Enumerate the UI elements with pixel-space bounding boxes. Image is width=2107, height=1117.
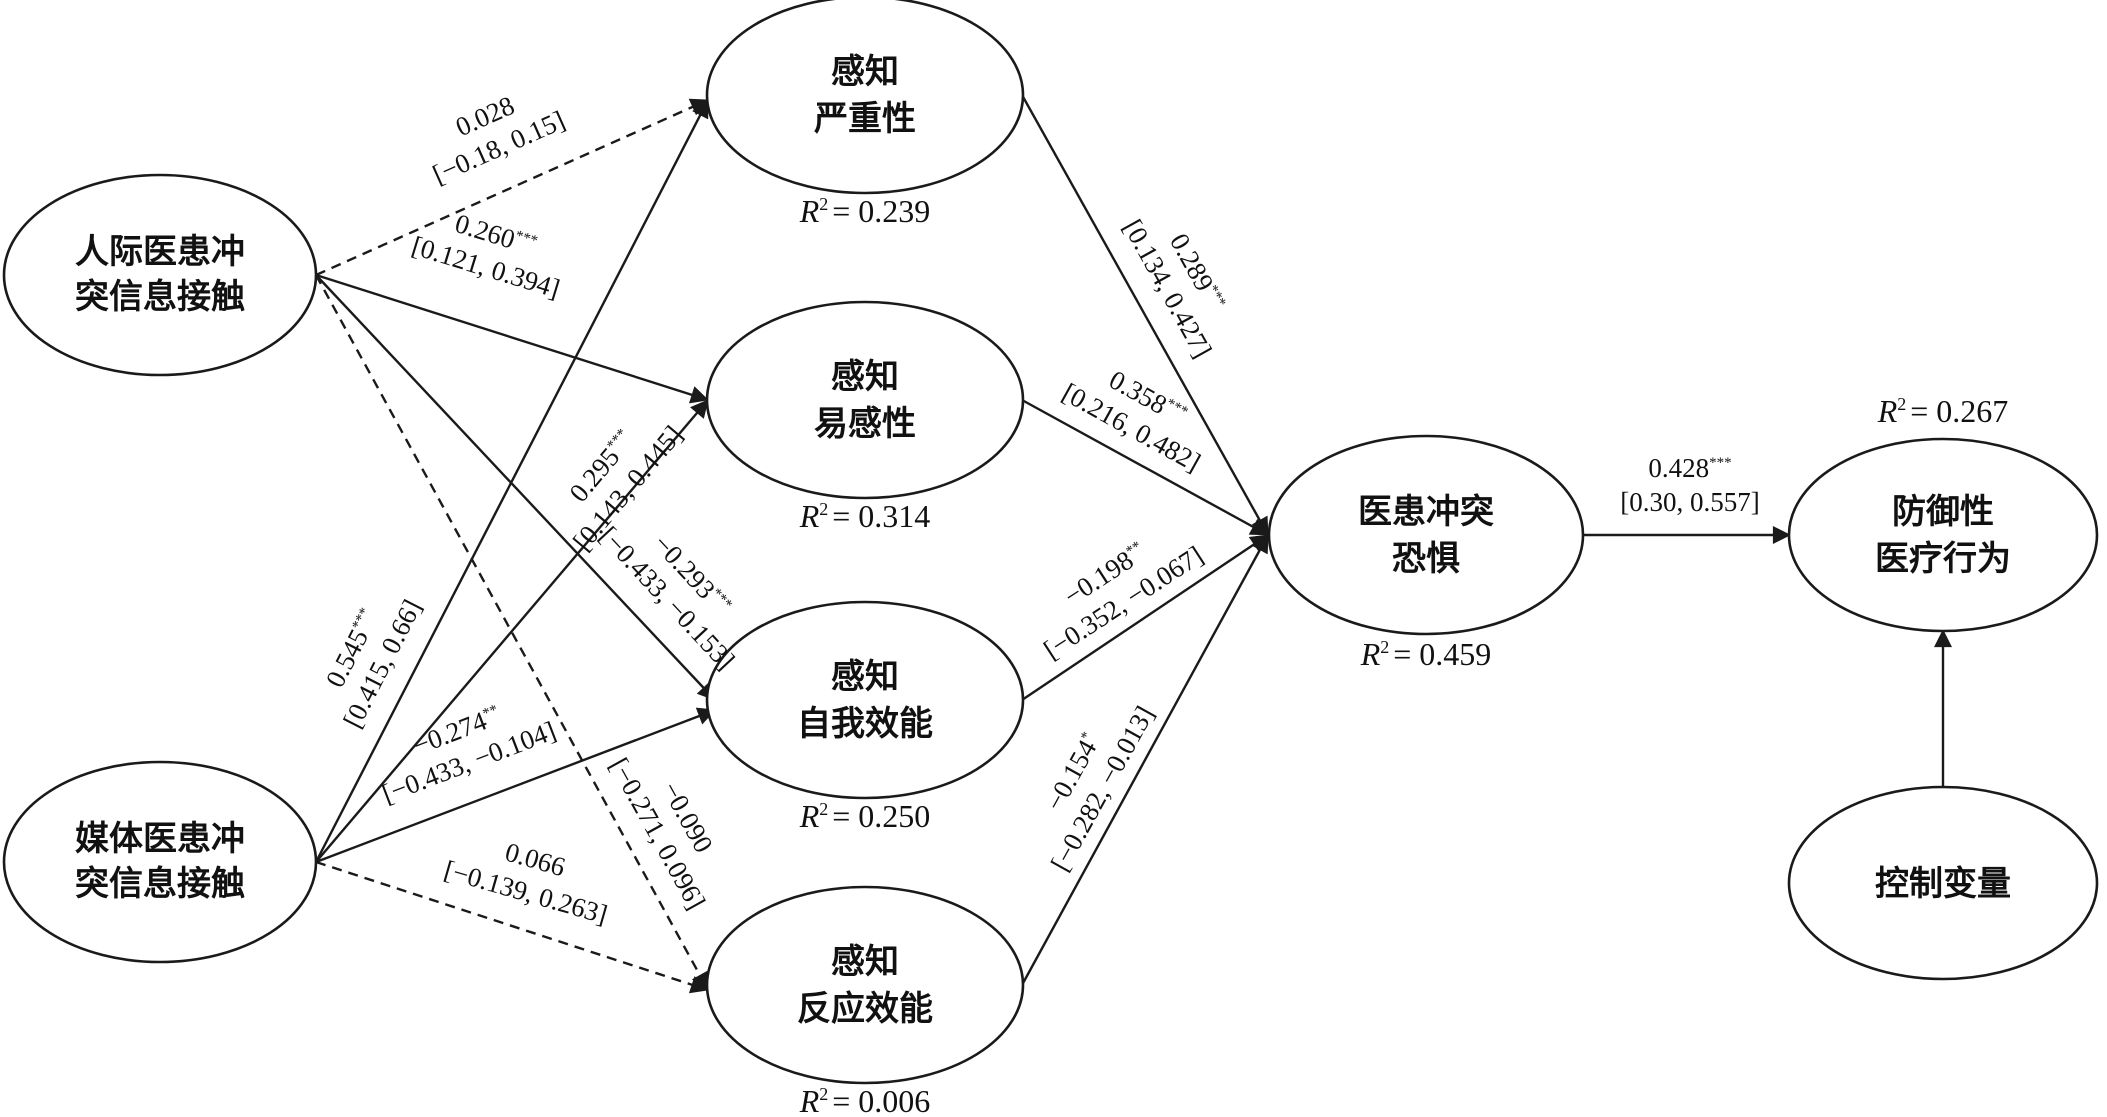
node-perceived-response-efficacy: 感知 反应效能 [705, 885, 1025, 1085]
r2-defensive: R2= 0.267 [1877, 393, 2009, 429]
node-perceived-severity: 感知 严重性 [705, 0, 1025, 195]
node-label-line2: 突信息接触 [75, 864, 245, 904]
edge-severity-fear [1020, 94, 1270, 536]
edge-response-efficacy-fear [1020, 534, 1270, 986]
node-label-line1: 防御性 [1892, 492, 1994, 532]
node-perceived-self-efficacy: 感知 自我效能 [705, 600, 1025, 800]
node-label-line1: 感知 [831, 357, 899, 397]
edge-media-response-efficacy [315, 860, 709, 994]
r2-self-efficacy: R2= 0.250 [799, 798, 931, 834]
r2-severity: R2= 0.239 [799, 193, 931, 229]
label-interpersonal-susceptibility: 0.260*** [0.121, 0.394] [408, 208, 563, 304]
r2-fear: R2= 0.459 [1360, 636, 1492, 672]
node-label-line2: 突信息接触 [75, 277, 245, 317]
label-interpersonal-severity: 0.028 [−0.18, 0.15] [428, 90, 569, 190]
ci: [0.30, 0.557] [1620, 487, 1759, 517]
node-label-line2: 严重性 [814, 99, 916, 139]
edge-interpersonal-susceptibility [315, 273, 709, 404]
node-label-line2: 医疗行为 [1875, 539, 2011, 579]
label-response-efficacy-fear: −0.154* [−0.282, −0.013] [1039, 701, 1160, 876]
node-label: 控制变量 [1875, 864, 2011, 904]
node-defensive-medicine: 防御性 医疗行为 [1787, 437, 2099, 633]
edge-susceptibility-fear [1021, 398, 1269, 537]
node-label-line1: 医患冲突 [1358, 492, 1494, 532]
label-self-efficacy-fear: −0.198** [−0.352, −0.067] [1038, 538, 1208, 665]
edge-interpersonal-severity [315, 98, 709, 277]
label-media-response-efficacy: 0.066 [−0.139, 0.263] [441, 837, 611, 930]
label-fear-defensive: 0.428*** [0.30, 0.557] [1620, 453, 1759, 517]
node-label-line1: 媒体医患冲 [75, 819, 245, 859]
label-media-severity: 0.545*** [0.415, 0.66] [320, 595, 428, 733]
node-conflict-fear: 医患冲突 恐惧 [1267, 434, 1585, 636]
node-label-line2: 反应效能 [797, 989, 933, 1029]
edge-interpersonal-self-efficacy [315, 274, 716, 701]
node-control-variables: 控制变量 [1787, 785, 2099, 981]
edges [314, 94, 1952, 994]
node-perceived-susceptibility: 感知 易感性 [705, 300, 1025, 500]
edge-media-susceptibility [315, 399, 709, 863]
node-label-line1: 感知 [831, 52, 899, 92]
node-label-line1: 感知 [831, 942, 899, 982]
node-label-line2: 自我效能 [797, 704, 933, 744]
edge-media-severity [314, 99, 710, 863]
edge-media-self-efficacy [315, 707, 716, 864]
label-severity-fear: 0.289*** [0.134, 0.427] [1117, 214, 1228, 362]
node-label-line2: 易感性 [814, 404, 916, 444]
node-media-contact: 媒体医患冲 突信息接触 [2, 760, 318, 964]
node-label-line1: 人际医患冲 [75, 232, 245, 272]
label-interpersonal-response-efficacy: −0.090 [−0.271, 0.096] [604, 753, 719, 915]
edge-self-efficacy-fear [1021, 534, 1269, 701]
r2-susceptibility: R2= 0.314 [799, 498, 931, 534]
r2-response-efficacy: R2= 0.006 [799, 1083, 931, 1117]
node-label-line1: 感知 [831, 657, 899, 697]
node-label-line2: 恐惧 [1392, 539, 1460, 579]
coef: 0.428*** [1648, 453, 1731, 483]
label-susceptibility-fear: 0.358*** [0.216, 0.482] [1057, 364, 1205, 477]
label-media-self-efficacy: −0.274** [−0.433, −0.104] [378, 702, 560, 809]
node-interpersonal-contact: 人际医患冲 突信息接触 [2, 173, 318, 377]
